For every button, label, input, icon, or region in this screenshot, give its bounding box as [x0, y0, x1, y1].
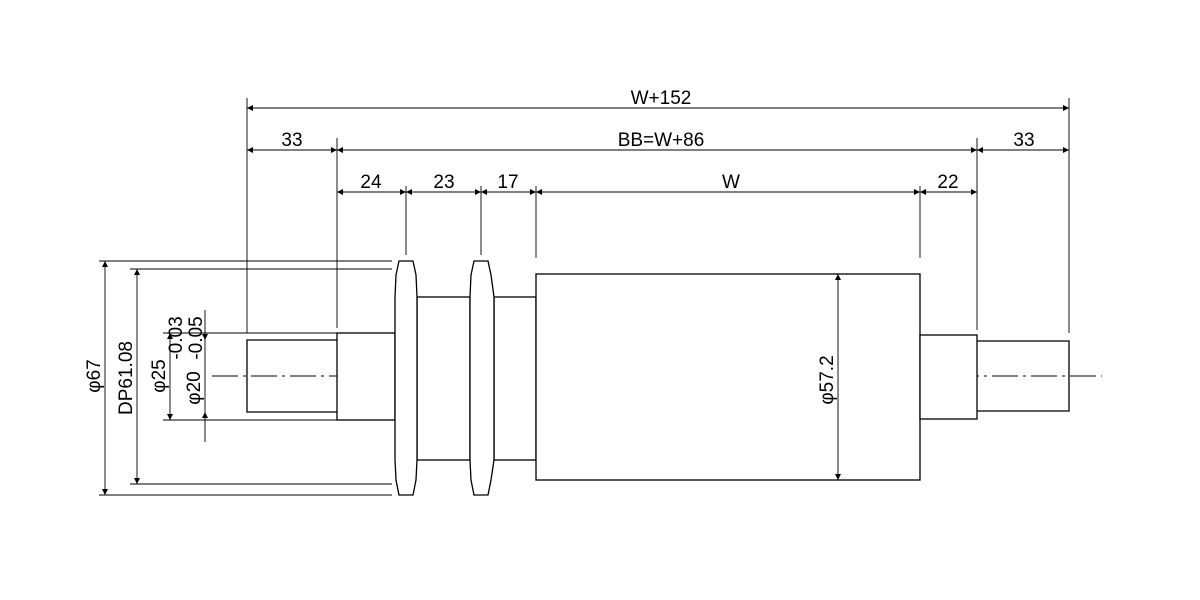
sprocket-collar [416, 296, 471, 461]
roller-spacer [493, 296, 537, 461]
sprocket-one [394, 260, 418, 496]
label-hub-diameter: φ25 [149, 359, 170, 392]
label-pitch-diameter: DP61.08 [116, 341, 137, 415]
extension-lines [99, 98, 1070, 496]
part-outline [246, 260, 1070, 496]
roller-body [535, 273, 921, 481]
label-right-shoulder: 22 [937, 172, 958, 193]
label-tolerance-upper: -0.03 [166, 316, 187, 359]
right-shoulder [919, 334, 978, 420]
right-shaft-end [977, 340, 1070, 412]
label-shaft-diameter: φ20 [184, 371, 205, 404]
left-shaft-end [246, 339, 337, 413]
label-sprocket-outer: φ67 [84, 359, 105, 392]
vertical-dimension-labels: φ67 DP61.08 φ25 -0.03 -0.05 φ20 φ57.2 [84, 316, 838, 415]
left-hub [336, 332, 396, 421]
label-roller-width: W [722, 172, 740, 193]
label-overall-width: W+152 [631, 88, 692, 109]
vertical-dimensions [102, 261, 841, 495]
horizontal-dimensions [247, 105, 1069, 195]
label-left-end: 33 [281, 130, 302, 151]
label-bearing-base: BB=W+86 [618, 130, 705, 151]
sprocket-two [469, 260, 495, 496]
label-sprocket-gap: 23 [433, 172, 454, 193]
label-hub-width: 24 [360, 172, 382, 193]
horizontal-dimension-labels: W+152 33 BB=W+86 33 24 23 17 W 22 [281, 88, 1034, 193]
label-roller-diameter: φ57.2 [817, 355, 838, 404]
label-spacer-width: 17 [497, 172, 518, 193]
label-right-end: 33 [1013, 130, 1034, 151]
label-tolerance-lower: -0.05 [186, 316, 207, 359]
